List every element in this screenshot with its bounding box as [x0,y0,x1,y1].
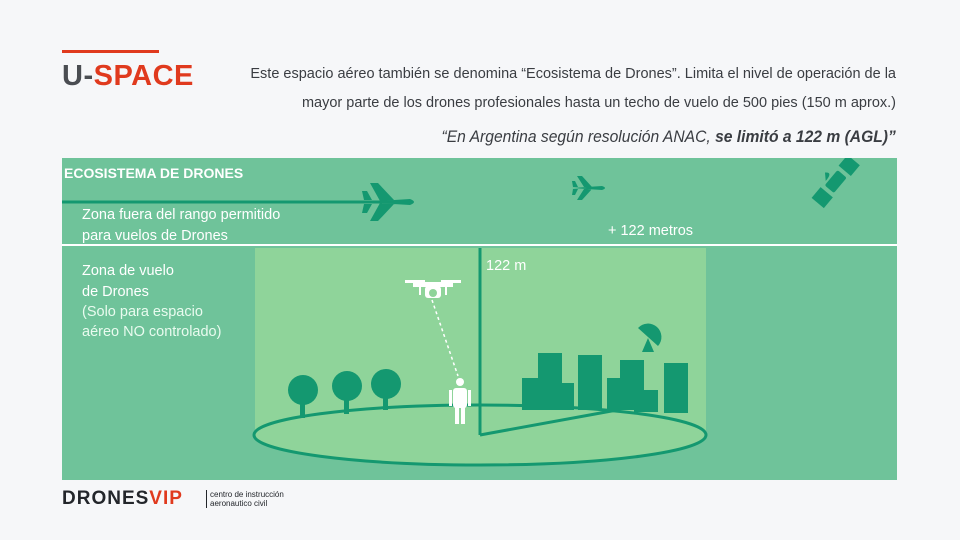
description-line-2: mayor parte de los drones profesionales … [301,95,896,111]
section-title: ECOSISTEMA DE DRONES [64,165,244,181]
lower-zone-note-2: aéreo NO controlado) [82,324,222,340]
airplane-large-icon [362,183,414,221]
logo-sub-2: aeronautico civil [210,499,268,508]
title-accent: SPACE [93,60,194,92]
logo-sub-1: centro de instrucción [210,490,284,499]
trees-icon [288,369,401,418]
person-icon [449,378,471,424]
line-of-sight [431,299,459,377]
page-title: U-SPACE [62,60,194,93]
lower-zone-note-1: (Solo para espacio [82,304,203,320]
anac-quote: “En Argentina según resolución ANAC, se … [442,127,896,147]
lower-zone-line-2: de Drones [82,284,149,300]
upper-zone-line-1: Zona fuera del rango permitido [82,207,281,223]
description-line-1: Este espacio aéreo también se denomina “… [250,66,896,82]
drone-icon [405,280,461,298]
above-limit-label: + 122 metros [608,223,694,239]
dronesvip-logo: DRONESVIP [62,488,183,510]
quote-regular: “En Argentina según resolución ANAC, [441,127,716,146]
satellite-icon [811,158,860,209]
title-prefix: U- [62,60,94,92]
ecosystem-diagram: ECOSISTEMA DE DRONES Zona fuera del rang… [62,158,897,480]
radius-line [479,408,618,437]
airplane-small-icon [572,176,605,200]
buildings-icon [522,323,688,413]
title-accent-bar [62,50,159,53]
quote-bold: se limitó a 122 m (AGL)” [715,127,896,146]
lower-zone-line-1: Zona de vuelo [82,263,174,279]
upper-zone-line-2: para vuelos de Drones [82,228,228,244]
height-label: 122 m [486,258,527,274]
logo-main: DRONES [62,488,150,509]
logo-accent: VIP [149,488,183,509]
